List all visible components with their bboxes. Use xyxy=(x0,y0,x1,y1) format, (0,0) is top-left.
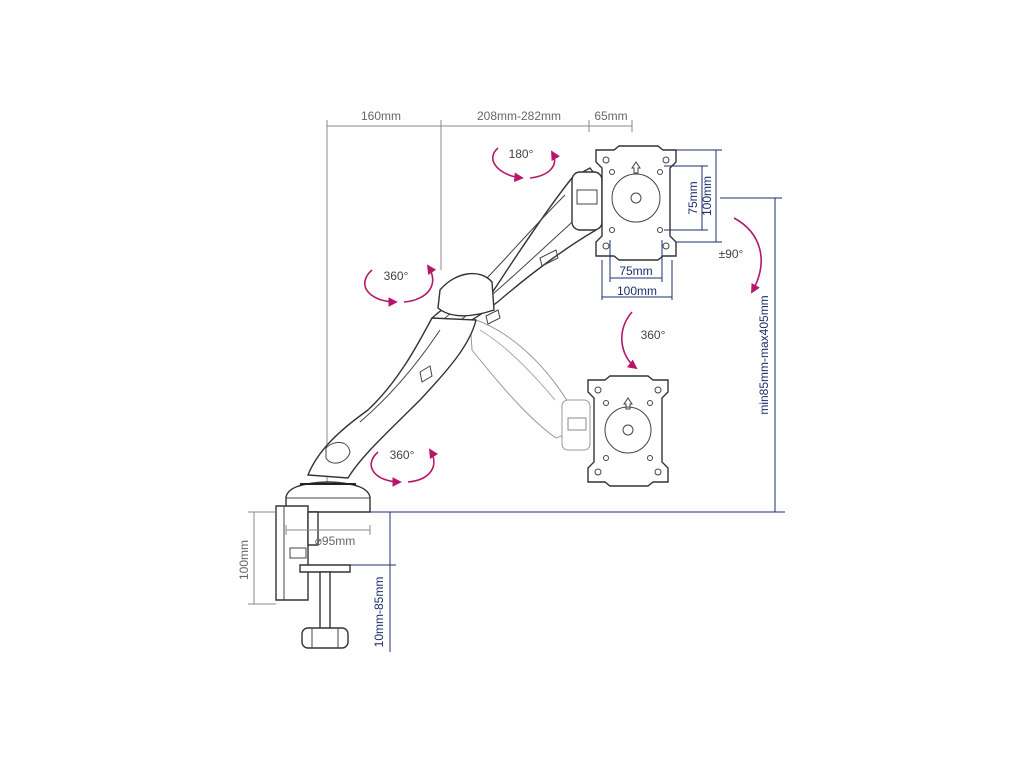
rotation-360-base-label: 360° xyxy=(390,448,415,462)
dim-desk-thickness: 10mm-85mm xyxy=(372,577,386,648)
upper-vesa-plate xyxy=(595,145,677,261)
arm-base xyxy=(285,481,371,513)
dim-vesa-75-horizontal: 75mm xyxy=(619,264,652,278)
desk-clamp xyxy=(275,505,351,649)
dim-vesa-75-vertical: 75mm xyxy=(686,181,700,214)
monitor-arm-lower xyxy=(306,317,477,479)
lowered-arm-ghost xyxy=(469,317,591,451)
dim-clamp-height: 100mm xyxy=(237,540,251,580)
rotation-360-plate-label: 360° xyxy=(641,328,666,342)
vesa-dimensions xyxy=(601,149,722,300)
rotation-180-indicator xyxy=(491,147,560,183)
dim-65mm: 65mm xyxy=(594,109,627,123)
dim-base-diameter: ⌀95mm xyxy=(315,534,356,548)
dim-vesa-100-horizontal: 100mm xyxy=(617,284,657,298)
monitor-arm-upper xyxy=(431,167,605,333)
rotation-360-plate-indicator xyxy=(621,311,638,370)
lower-vesa-plate xyxy=(587,375,669,487)
rotation-tilt-indicator xyxy=(733,217,762,294)
base-diameter-dimension xyxy=(285,525,371,535)
rotation-360-elbow-indicator xyxy=(364,264,437,307)
rotation-360-elbow-label: 360° xyxy=(384,269,409,283)
clamp-height-dimension xyxy=(248,511,276,605)
rotation-tilt-label: ±90° xyxy=(719,247,744,261)
desk-thickness-dimension xyxy=(350,512,396,652)
dim-208-282mm: 208mm-282mm xyxy=(477,109,561,123)
dim-vesa-100-vertical: 100mm xyxy=(700,176,714,216)
rotation-360-base-indicator xyxy=(370,448,439,487)
rotation-180-label: 180° xyxy=(509,147,534,161)
height-range-dimension xyxy=(720,197,782,512)
top-dimension-lines xyxy=(326,120,633,505)
dim-height-range: min85mm-max405mm xyxy=(757,295,771,414)
dim-160mm: 160mm xyxy=(361,109,401,123)
